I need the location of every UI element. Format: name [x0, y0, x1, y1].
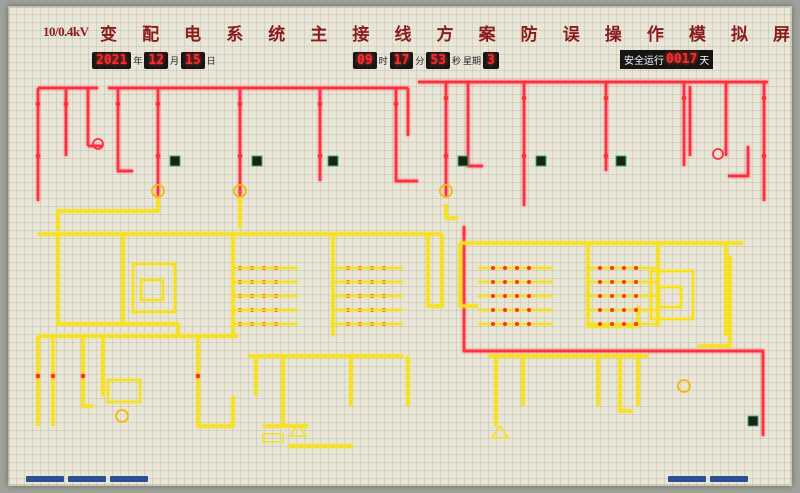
panel-title: 变 配 电 系 统 主 接 线 方 案 防 误 操 作 模 拟 屏 [100, 20, 790, 45]
breaker-indicator-icon [761, 95, 767, 101]
inverter-icon [140, 279, 164, 301]
breaker-indicator-icon [50, 373, 56, 379]
weekday-label: 星期 [463, 56, 482, 66]
title-char: 误 [562, 25, 580, 45]
generator-icon [115, 409, 129, 423]
title-char: 模 [688, 25, 706, 45]
inverter-cabinet-left [132, 263, 176, 313]
breaker-indicator-icon [761, 153, 767, 159]
single-line-diagram [35, 80, 768, 448]
date-day-unit: 日 [206, 56, 216, 66]
bottom-footer-right [668, 476, 748, 482]
footer-badge [68, 476, 106, 482]
breaker-indicator-icon [80, 373, 86, 379]
transformer-icon [712, 148, 724, 160]
time-second-unit: 秒 [452, 56, 462, 66]
time-hour: 09 [353, 52, 377, 69]
time-display: 09 时 17 分 53 秒 星期 3 [353, 52, 499, 69]
weekday-value: 3 [483, 52, 499, 69]
title-char: 电 [184, 25, 202, 45]
mimic-panel-board: 10/0.4kV 变 配 电 系 统 主 接 线 方 案 防 误 操 作 模 拟… [8, 6, 792, 486]
switch-icon [747, 415, 759, 427]
breaker-indicator-icon [35, 373, 41, 379]
transformer-icon [677, 379, 691, 393]
title-char: 拟 [730, 25, 748, 45]
time-minute-unit: 分 [415, 56, 425, 66]
date-year: 2021 [92, 52, 132, 69]
breaker-indicator-icon [681, 95, 687, 101]
breaker-indicator-icon [115, 101, 121, 107]
hv-network [36, 80, 768, 436]
footer-badge [668, 476, 706, 482]
switch-icon [327, 155, 339, 167]
breaker-indicator-icon [393, 101, 399, 107]
breaker-indicator-icon [521, 153, 527, 159]
transformer-icon [233, 184, 247, 198]
footer-badge [110, 476, 148, 482]
switch-icon [615, 155, 627, 167]
date-month: 12 [144, 52, 168, 69]
ground-icon [288, 422, 308, 437]
ground-icon [262, 433, 284, 443]
breaker-indicator-icon [35, 101, 41, 107]
switch-icon [535, 155, 547, 167]
breaker-indicator-icon [603, 95, 609, 101]
title-char: 统 [268, 25, 286, 45]
title-char: 作 [646, 25, 664, 45]
lv-feeder-switch-array-right [491, 266, 638, 326]
breaker-indicator-icon [317, 153, 323, 159]
title-char: 案 [478, 25, 496, 45]
breaker-indicator-icon [603, 153, 609, 159]
lv-network [36, 196, 743, 448]
breaker-indicator-icon [443, 153, 449, 159]
breaker-indicator-icon [237, 153, 243, 159]
breaker-indicator-icon [63, 101, 69, 107]
title-voltage-prefix: 10/0.4kV [43, 24, 89, 39]
time-hour-unit: 时 [378, 56, 388, 66]
breaker-indicator-icon [155, 153, 161, 159]
title-char: 方 [436, 25, 454, 45]
inverter-cabinet-right [650, 270, 694, 320]
title-char: 防 [520, 25, 538, 45]
breaker-indicator-icon [317, 101, 323, 107]
inverter-icon [658, 286, 682, 308]
footer-badge [26, 476, 64, 482]
breaker-indicator-icon [195, 373, 201, 379]
title-char: 接 [352, 25, 370, 45]
title-char: 配 [142, 25, 160, 45]
date-display: 2021 年 12 月 15 日 [92, 52, 216, 69]
switch-icon [169, 155, 181, 167]
date-year-unit: 年 [133, 56, 143, 66]
transformer-icon [439, 184, 453, 198]
breaker-indicator-icon [443, 95, 449, 101]
transformer-icon [151, 184, 165, 198]
date-day: 15 [181, 52, 205, 69]
footer-badge [710, 476, 748, 482]
safety-days-display: 安全运行 0017 天 [620, 50, 714, 69]
safety-days: 0017 [666, 52, 698, 67]
title-char: 线 [394, 25, 412, 45]
panel-grid [8, 6, 792, 486]
breaker-indicator-icon [521, 95, 527, 101]
title-char: 系 [226, 25, 244, 45]
title-char: 主 [310, 25, 328, 45]
transformer-icon [92, 138, 104, 150]
time-minute: 17 [389, 52, 414, 69]
date-month-unit: 月 [169, 56, 179, 66]
safety-unit: 天 [699, 56, 710, 67]
breaker-indicator-icon [237, 101, 243, 107]
title-char: 屏 [773, 25, 790, 45]
generator-control-box [107, 379, 141, 403]
bottom-footer-left [26, 476, 148, 482]
switch-icon [251, 155, 263, 167]
switch-icon [457, 155, 469, 167]
breaker-indicator-icon [155, 101, 161, 107]
ground-icon [490, 424, 510, 439]
time-second: 53 [426, 52, 450, 69]
breaker-indicator-icon [35, 153, 41, 159]
title-char: 变 [100, 25, 117, 45]
safety-label: 安全运行 [624, 56, 664, 67]
title-char: 操 [604, 25, 622, 45]
